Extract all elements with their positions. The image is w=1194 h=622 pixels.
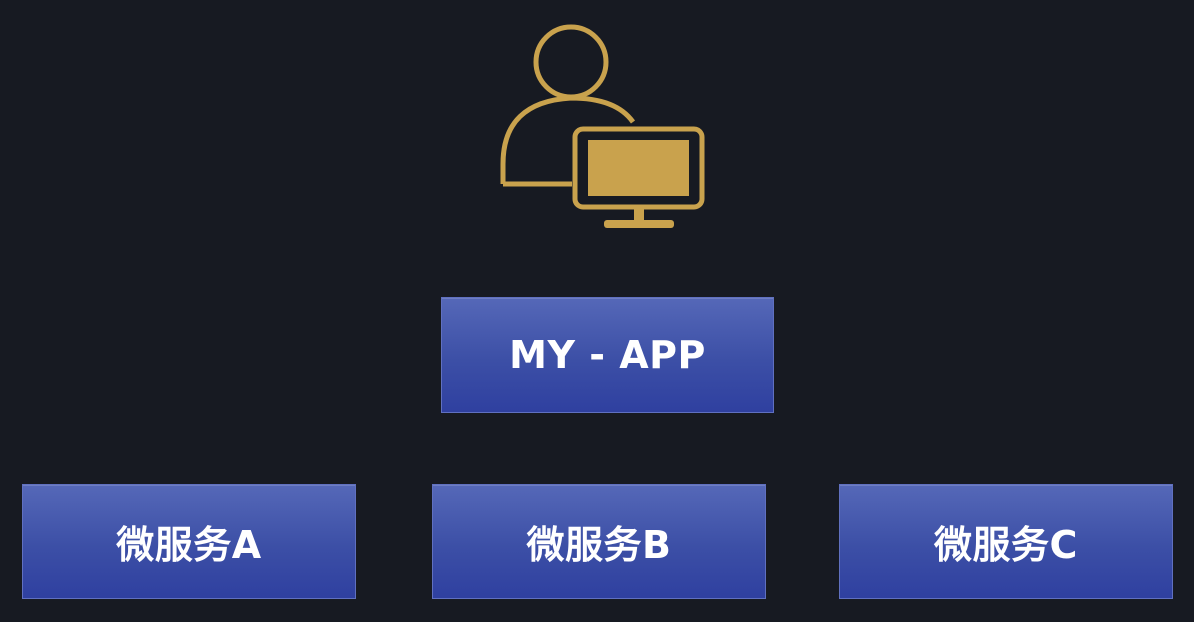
microservice-c-label: 微服务C [934, 523, 1078, 567]
my-app-box: MY - APP [441, 297, 774, 413]
my-app-label: MY - APP [509, 333, 706, 377]
microservice-b-box: 微服务B [432, 484, 766, 599]
microservice-a-label: 微服务A [116, 523, 262, 567]
user-with-computer-icon [500, 24, 705, 228]
microservice-a-box: 微服务A [22, 484, 356, 599]
microservice-b-label: 微服务B [526, 523, 672, 567]
microservice-c-box: 微服务C [839, 484, 1173, 599]
user-head-icon [533, 24, 609, 100]
user-body-icon [500, 95, 636, 184]
